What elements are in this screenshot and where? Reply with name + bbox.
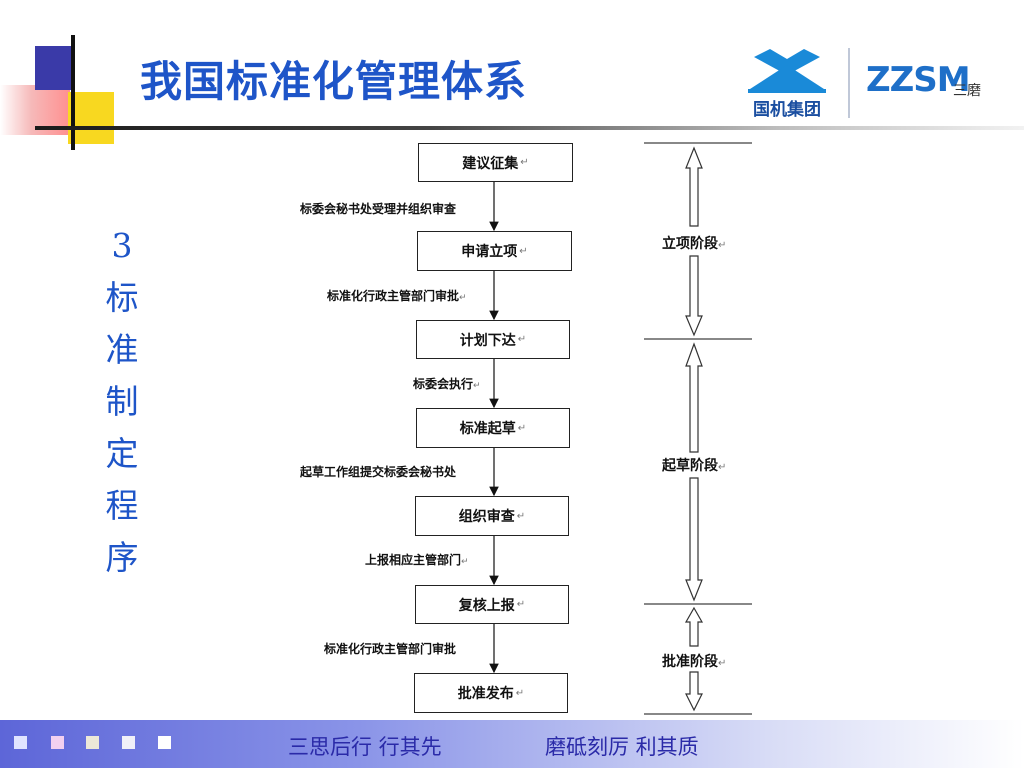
flow-step-box: 复核上报↵ [415,585,569,624]
phase-label: 批准阶段↵ [662,651,727,671]
return-mark: ↵ [459,293,467,303]
slide-title: 我国标准化管理体系 [140,57,528,106]
decor-vertical-line [71,35,75,150]
flow-step-box: 申请立项↵ [417,231,572,271]
return-mark: ↵ [473,381,481,391]
flow-step-label: 申请立项 [461,244,518,260]
return-mark: ↵ [520,157,529,168]
logo-divider [848,48,850,118]
footer-square [51,736,64,749]
phase-arrows [684,146,704,712]
zzsm-logo: ZZSM [866,60,971,100]
flow-step-box: 组织审查↵ [415,496,569,536]
transition-label: 标准化行政主管部门审批↵ [327,287,467,304]
footer-square [14,736,27,749]
side-caption-char: 制 [105,382,139,421]
return-mark: ↵ [718,462,727,473]
side-caption: 3 标 准 制 定 程 序 [100,220,144,584]
transition-label: 标委会执行↵ [413,375,481,392]
return-mark: ↵ [516,510,526,522]
side-caption-char: 准 [105,330,139,369]
transition-text: 上报相应主管部门 [365,553,462,567]
flow-step-box: 标准起草↵ [416,408,570,448]
side-caption-char: 程 [105,486,139,525]
flow-step-label: 建议征集 [462,155,519,172]
phase-up-arrow [685,146,703,227]
flow-step-label: 复核上报 [458,597,515,614]
flow-step-label: 计划下达 [459,332,516,349]
phase-label: 立项阶段↵ [662,233,727,253]
phase-up-arrow [684,606,704,647]
phase-label: 起草阶段↵ [662,455,727,475]
flow-step-box: 建议征集↵ [418,143,573,182]
side-caption-char: 序 [105,538,139,577]
phase-text: 起草阶段 [662,458,718,474]
side-caption-char: 3 [111,226,133,265]
footer-square [122,736,135,749]
transition-text: 起草工作组提交标委会秘书处 [300,465,457,479]
footer-square [158,736,171,749]
footer-square [86,736,99,749]
flow-step-label: 批准发布 [457,686,514,702]
phase-dividers [644,142,752,715]
transition-text: 标委会秘书处受理并组织审查 [300,202,457,216]
return-mark: ↵ [461,557,469,567]
transition-text: 标准化行政主管部门审批 [324,642,457,656]
flow-step-box: 计划下达↵ [416,320,570,359]
return-mark: ↵ [519,245,528,257]
return-mark: ↵ [516,599,526,610]
flow-step-label: 组织审查 [458,509,515,525]
phase-down-arrow [685,671,703,712]
flow-step-label: 标准起草 [459,421,516,437]
side-caption-char: 定 [105,434,139,473]
phase-text: 批准阶段 [662,654,718,670]
phase-down-arrow [685,477,703,602]
footer-motto-2: 磨砥刻厉 利其质 [545,735,699,759]
decor-yellow-square [68,92,114,144]
phase-down-arrow [685,255,703,337]
sinomach-logo-text: 国机集团 [753,100,821,120]
title-underline [35,126,1024,130]
flow-step-box: 批准发布↵ [414,673,568,713]
transition-label: 标准化行政主管部门审批 [324,640,456,657]
return-mark: ↵ [517,334,527,345]
footer-bar [0,720,1024,768]
return-mark: ↵ [718,658,727,669]
transition-label: 起草工作组提交标委会秘书处 [300,463,456,480]
return-mark: ↵ [515,687,525,699]
footer-motto-1: 三思后行 行其先 [288,735,442,759]
phase-up-arrow [685,342,703,453]
return-mark: ↵ [517,422,527,434]
transition-label: 上报相应主管部门↵ [365,551,469,568]
zzsm-logo-subtext: 三磨 [953,83,981,99]
transition-label: 标委会秘书处受理并组织审查 [300,200,456,217]
return-mark: ↵ [718,240,727,251]
decor-blue-square [35,46,75,90]
side-caption-char: 标 [105,278,139,317]
transition-text: 标准化行政主管部门审批 [327,289,460,303]
sinomach-logo-icon [748,49,826,93]
phase-text: 立项阶段 [662,236,718,252]
transition-text: 标委会执行 [413,377,474,391]
